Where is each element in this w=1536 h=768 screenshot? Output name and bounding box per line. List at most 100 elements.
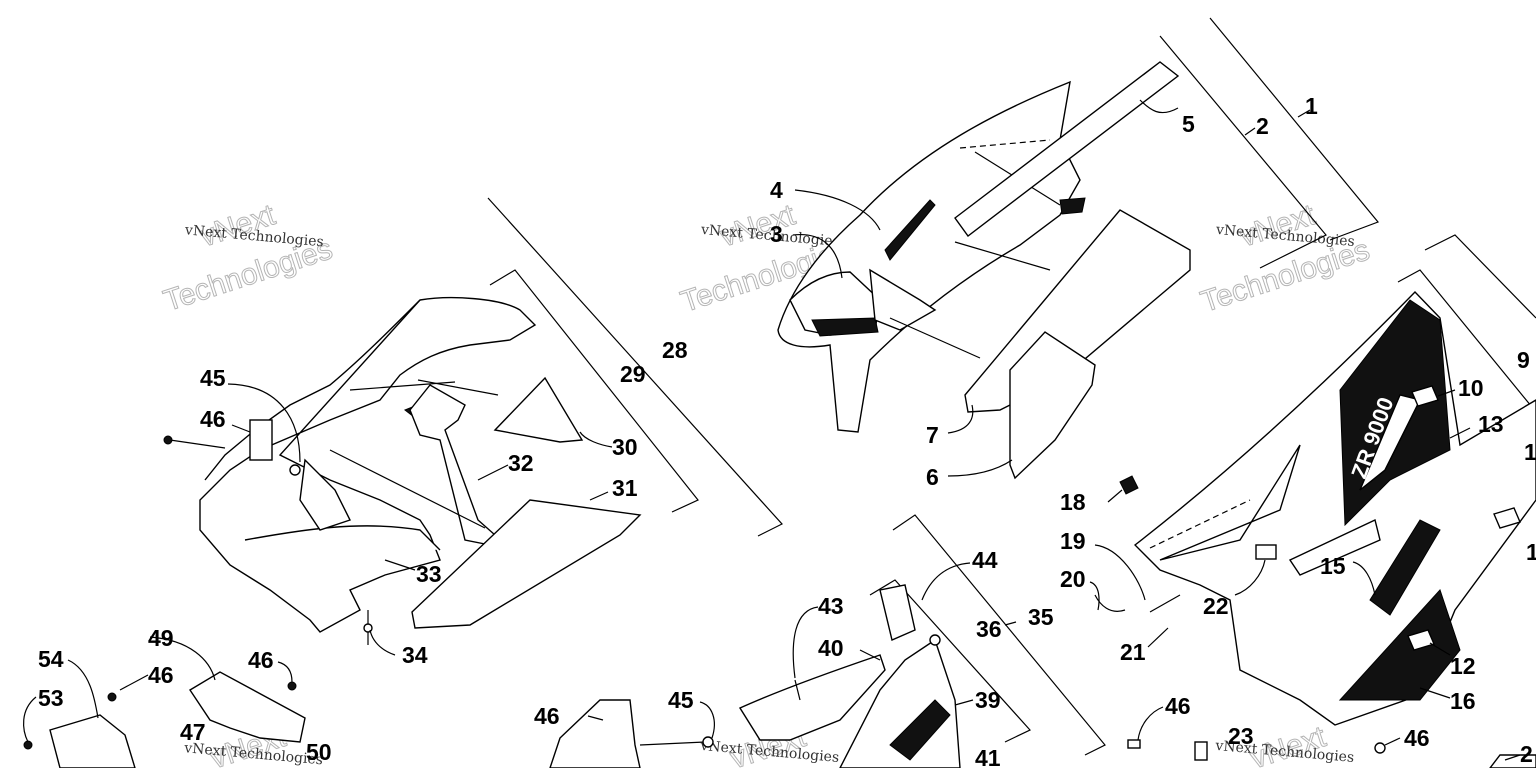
callout-21: 21	[1120, 639, 1146, 665]
watermark-left: vNext Technologies vNext Technologies	[159, 198, 337, 319]
screw-45-bottom	[639, 736, 714, 748]
bolt-44	[929, 634, 941, 646]
callout-33: 33	[416, 561, 442, 587]
callout-31: 31	[612, 475, 638, 501]
callout-22: 22	[1203, 593, 1229, 619]
callout-34: 34	[402, 642, 428, 668]
leader-30a	[417, 379, 499, 396]
foam-pad-31	[411, 499, 642, 629]
callout-45-left: 45	[200, 365, 226, 391]
foam-pad-5	[954, 61, 1180, 237]
callout-cut-1b: 1	[1526, 539, 1536, 565]
bracket-29	[489, 269, 699, 513]
bracket-9	[1424, 234, 1536, 319]
callout-53: 53	[38, 685, 64, 711]
panel-54-part	[49, 714, 136, 768]
callout-41: 41	[975, 745, 1001, 768]
callout-46-bottom: 46	[534, 703, 560, 729]
bracket-2	[1159, 35, 1327, 269]
clip-45-left	[249, 419, 301, 476]
watermark-bottom: vNext vNext Technologies vNext vNext Tec…	[183, 720, 1355, 768]
callout-23: 23	[1228, 723, 1254, 749]
callout-39: 39	[975, 687, 1001, 713]
callout-29: 29	[620, 361, 646, 387]
callout-46-lowright: 46	[1165, 693, 1191, 719]
leader-lines	[23, 99, 1521, 761]
fastener-10	[1411, 385, 1439, 407]
callout-9: 9	[1517, 347, 1530, 373]
leader-6a	[889, 317, 981, 359]
guard-46-bottom	[549, 699, 641, 768]
bracket-1	[1209, 17, 1379, 241]
foam-pad-30	[493, 376, 584, 443]
callout-46-lowleft: 46	[148, 662, 174, 688]
callout-46-lowleft2: 46	[248, 647, 274, 673]
dashed-leader-18	[1149, 499, 1251, 549]
leader-32a	[349, 381, 456, 391]
socket-22	[1255, 544, 1277, 560]
panel-39-41	[839, 584, 961, 768]
part-lowright-edge	[1489, 754, 1536, 768]
callout-46-left: 46	[200, 406, 226, 432]
callout-18: 18	[1060, 489, 1086, 515]
callout-49: 49	[148, 625, 174, 651]
callout-44: 44	[972, 547, 998, 573]
callout-40: 40	[818, 635, 844, 661]
callout-cut-2: 2	[1520, 741, 1533, 767]
clip-46-lowright	[1127, 739, 1141, 749]
callout-16: 16	[1450, 688, 1476, 714]
callout-19: 19	[1060, 528, 1086, 554]
callout-47: 47	[180, 719, 206, 745]
bracket-36	[869, 579, 1031, 743]
bracket-28	[487, 197, 783, 537]
callout-5: 5	[1182, 111, 1195, 137]
push-rivet-34	[363, 610, 373, 645]
watermark-right: vNext Technologies vNext Technologies	[1196, 198, 1374, 320]
callout-30: 30	[612, 434, 638, 460]
callout-13: 13	[1478, 411, 1504, 437]
callout-43: 43	[818, 593, 844, 619]
pin-43	[794, 679, 801, 701]
callout-20: 20	[1060, 566, 1086, 592]
callout-54: 54	[38, 646, 64, 672]
fastener-right-edge	[1493, 507, 1521, 529]
foam-pad-6	[1009, 331, 1096, 480]
leader-7a	[954, 241, 1051, 271]
bracket-49-part	[189, 671, 306, 743]
screw-46-left	[163, 435, 226, 449]
callout-32: 32	[508, 450, 534, 476]
callout-45-bottom: 45	[668, 687, 694, 713]
screw-46-lowleft	[107, 692, 117, 702]
foam-pad-32	[409, 384, 496, 546]
callout-36: 36	[976, 616, 1002, 642]
callout-15: 15	[1320, 553, 1346, 579]
wire-20	[1094, 594, 1126, 612]
side-panel-part: ZR 9000	[1133, 290, 1536, 726]
callout-12: 12	[1450, 653, 1476, 679]
clip-23	[1194, 741, 1208, 761]
callout-1: 1	[1305, 93, 1318, 119]
callout-28: 28	[662, 337, 688, 363]
screw-53	[23, 740, 33, 750]
leader-31a	[329, 449, 486, 529]
bracket-extra-right	[1397, 269, 1536, 413]
fastener-12	[1407, 629, 1435, 651]
callout-labels: 1 2 5 4 3 7 6 9 10 13 1 1 15 12 16 18 19…	[38, 93, 1536, 768]
clip-46-lowright2	[1374, 742, 1386, 754]
callout-7: 7	[926, 422, 939, 448]
callout-4: 4	[770, 177, 783, 203]
screw-46-lowleft2	[287, 681, 297, 691]
callout-50: 50	[306, 739, 332, 765]
callout-10: 10	[1458, 375, 1484, 401]
callout-2: 2	[1256, 113, 1269, 139]
callout-3: 3	[770, 221, 783, 247]
callout-cut-1: 1	[1524, 439, 1536, 465]
trim-40	[738, 654, 886, 741]
callout-6: 6	[926, 464, 939, 490]
bracket-35	[892, 514, 1106, 756]
callout-35: 35	[1028, 604, 1054, 630]
screw-21	[1149, 594, 1181, 613]
callout-46-lowright2: 46	[1404, 725, 1430, 751]
bulb-18	[1119, 475, 1139, 495]
